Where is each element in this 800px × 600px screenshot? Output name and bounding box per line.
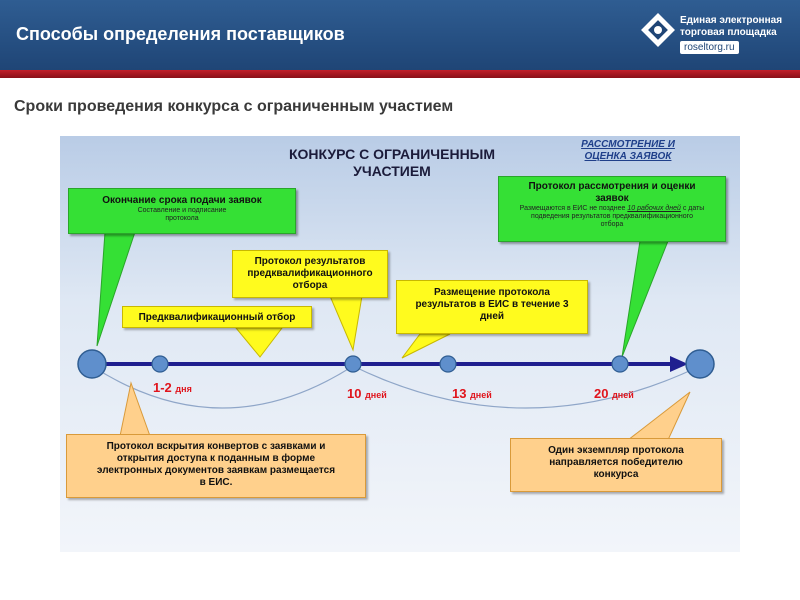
diagram-title-line2: УЧАСТИЕМ: [353, 163, 431, 179]
opening-line3: электронных документов заявкам размещает…: [96, 465, 336, 476]
review-sub-part1: Размещаются в ЕИС не позднее: [519, 205, 628, 212]
review-protocol-title2: заявок: [595, 193, 629, 204]
winner-copy-box: Один экземпляр протокола направляется по…: [510, 438, 722, 492]
review-title-line1: РАССМОТРЕНИЕ И: [581, 139, 675, 150]
preq-results-line2: предквалификационного: [247, 268, 373, 279]
preq-selection-box: Предквалификационный отбор: [122, 306, 312, 328]
day-num-1: 1-2: [153, 380, 172, 395]
winner-line2: направляется победителю: [549, 457, 683, 468]
preq-results-line3: отбора: [292, 280, 328, 291]
pointer-review-protocol: [621, 240, 669, 358]
publish-line1: Размещение протокола: [434, 287, 550, 298]
timeline-node-13-days: [439, 355, 457, 373]
day-label-20: 20 дней: [594, 386, 634, 401]
end-submission-box: Окончание срока подачи заявок Составлени…: [68, 188, 296, 234]
timeline-arrowhead: [670, 356, 688, 372]
publish-line2: результатов в ЕИС в течение 3: [415, 299, 569, 310]
end-submission-sub2: протокола: [165, 215, 199, 222]
review-section-title: РАССМОТРЕНИЕ И ОЦЕНКА ЗАЯВОК: [560, 139, 696, 163]
review-protocol-sub3: отбора: [600, 221, 624, 228]
pointer-publish: [401, 333, 451, 359]
day-num-2: 10: [347, 386, 362, 401]
timeline-node-10-days: [344, 355, 362, 373]
review-protocol-sub1: Размещаются в ЕИС не позднее 10 рабочих …: [499, 205, 725, 213]
day-label-1-2: 1-2 дня: [153, 380, 192, 395]
logo-url[interactable]: roseltorg.ru: [680, 41, 739, 54]
review-sub-part3: с даты: [680, 205, 705, 212]
preq-selection-label: Предквалификационный отбор: [138, 312, 296, 323]
end-submission-title: Окончание срока подачи заявок: [102, 195, 262, 206]
day-num-4: 20: [594, 386, 609, 401]
end-submission-sub1: Составление и подписание: [137, 207, 227, 214]
timeline-node-start: [77, 349, 107, 379]
review-title-line2: ОЦЕНКА ЗАЯВОК: [584, 151, 672, 162]
section-subtitle: Сроки проведения конкурса с ограниченным…: [14, 98, 454, 115]
day-unit-4: дней: [612, 390, 634, 400]
logo-line1: Единая электронная: [680, 15, 783, 26]
opening-protocol-box: Протокол вскрытия конвертов с заявками и…: [66, 434, 366, 498]
opening-line1: Протокол вскрытия конвертов с заявками и: [106, 441, 326, 452]
preq-results-box: Протокол результатов предквалификационно…: [232, 250, 388, 298]
page-title: Способы определения поставщиков: [16, 24, 345, 44]
opening-line4: в ЕИС.: [199, 477, 233, 488]
pointer-preq-selection: [234, 327, 284, 358]
timeline-node-20-days: [611, 355, 629, 373]
publish-protocol-box: Размещение протокола результатов в ЕИС в…: [396, 280, 588, 334]
day-unit-2: дней: [365, 390, 387, 400]
pointer-opening: [119, 381, 151, 437]
pointer-winner: [626, 391, 691, 441]
publish-line3: дней: [479, 311, 505, 322]
pointer-preq-results: [329, 295, 363, 352]
header-accent-stripe: [0, 70, 800, 78]
arc-right: [352, 365, 701, 409]
logo-line2: торговая площадка: [680, 27, 777, 38]
pointer-end-submission: [96, 231, 136, 347]
logo-text: Единая электронная торговая площадка: [680, 15, 795, 39]
roseltorg-logo-icon: [641, 13, 675, 47]
winner-line1: Один экземпляр протокола: [548, 445, 684, 456]
diagram-title: КОНКУРС С ОГРАНИЧЕННЫМ УЧАСТИЕМ: [262, 146, 522, 180]
review-protocol-title1: Протокол рассмотрения и оценки: [528, 181, 696, 192]
review-protocol-box: Протокол рассмотрения и оценки заявок Ра…: [498, 176, 726, 242]
day-num-3: 13: [452, 386, 467, 401]
review-sub-part2: 10 рабочих дней: [627, 205, 681, 212]
day-unit-3: дней: [470, 390, 492, 400]
arc-left: [91, 365, 354, 409]
diagram-title-line1: КОНКУРС С ОГРАНИЧЕННЫМ: [288, 146, 496, 162]
day-label-13: 13 дней: [452, 386, 492, 401]
preq-results-line1: Протокол результатов: [254, 256, 366, 267]
review-protocol-sub2: подведения результатов предквалификацион…: [531, 213, 693, 220]
winner-line3: конкурса: [593, 469, 639, 480]
timeline-node-end: [685, 349, 715, 379]
day-label-10: 10 дней: [347, 386, 387, 401]
opening-line2: открытия доступа к поданным в форме: [116, 453, 316, 464]
timeline-node-1-2-days: [151, 355, 169, 373]
day-unit-1: дня: [175, 384, 192, 394]
